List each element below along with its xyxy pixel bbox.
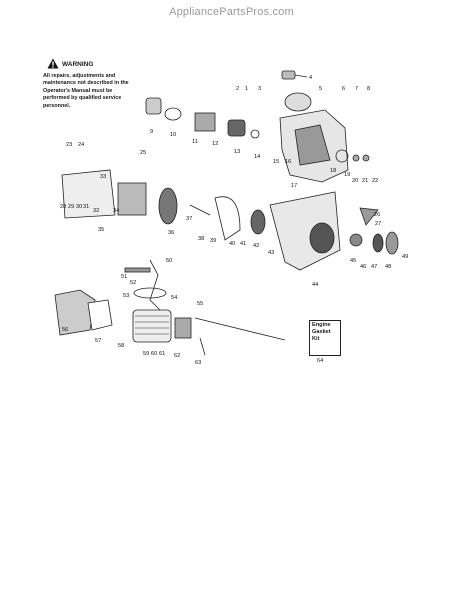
part-callout-28: 28 bbox=[60, 204, 66, 210]
part-callout-42: 42 bbox=[253, 243, 259, 249]
part-callout-3: 3 bbox=[258, 86, 261, 92]
part-callout-29: 29 bbox=[68, 204, 74, 210]
part-callout-41: 41 bbox=[240, 241, 246, 247]
muffler-part bbox=[54, 289, 96, 336]
part-callout-23: 23 bbox=[66, 142, 72, 148]
part-callout-4: 4 bbox=[309, 75, 312, 81]
part-callout-49: 49 bbox=[402, 254, 408, 260]
kit-line-gasket: Gasket bbox=[312, 329, 331, 335]
part-callout-11: 11 bbox=[192, 139, 198, 145]
carburetor-part bbox=[194, 112, 216, 132]
part-callout-51: 51 bbox=[121, 274, 127, 280]
part-callout-20: 20 bbox=[352, 178, 358, 184]
part-callout-56: 56 bbox=[62, 327, 68, 333]
part-callout-31: 31 bbox=[83, 204, 89, 210]
kit-line-engine: Engine bbox=[312, 322, 331, 328]
part-callout-47: 47 bbox=[371, 264, 377, 270]
part-callout-34: 34 bbox=[113, 208, 119, 214]
part-callout-12: 12 bbox=[212, 141, 218, 147]
part-callout-63: 63 bbox=[195, 360, 201, 366]
part-callout-61: 61 bbox=[159, 351, 165, 357]
part-callout-24: 24 bbox=[78, 142, 84, 148]
part-callout-21: 21 bbox=[362, 178, 368, 184]
part-callout-6: 6 bbox=[342, 86, 345, 92]
kit-number: 64 bbox=[317, 358, 324, 364]
fuel-cap-part bbox=[281, 70, 296, 80]
part-callout-45: 45 bbox=[350, 258, 356, 264]
drive-shaft-housing-part bbox=[61, 169, 116, 219]
part-callout-48: 48 bbox=[385, 264, 391, 270]
part-callout-39: 39 bbox=[210, 238, 216, 244]
part-callout-30: 30 bbox=[76, 204, 82, 210]
part-callout-43: 43 bbox=[268, 250, 274, 256]
part-callout-9: 9 bbox=[150, 129, 153, 135]
part-callout-1: 1 bbox=[245, 86, 248, 92]
part-callout-62: 62 bbox=[174, 353, 180, 359]
part-callout-57: 57 bbox=[95, 338, 101, 344]
kit-line-kit: Kit bbox=[312, 336, 320, 342]
part-callout-8: 8 bbox=[367, 86, 370, 92]
part-callout-26: 26 bbox=[374, 212, 380, 218]
part-callout-16: 16 bbox=[285, 159, 291, 165]
part-callout-7: 7 bbox=[355, 86, 358, 92]
warning-triangle-icon bbox=[47, 58, 59, 69]
part-callout-14: 14 bbox=[254, 154, 260, 160]
part-callout-60: 60 bbox=[151, 351, 157, 357]
part-callout-54: 54 bbox=[171, 295, 177, 301]
flywheel-part bbox=[158, 187, 178, 225]
part-callout-36: 36 bbox=[168, 230, 174, 236]
part-callout-2: 2 bbox=[236, 86, 239, 92]
part-callout-58: 58 bbox=[118, 343, 124, 349]
watermark: AppliancePartsPros.com bbox=[169, 6, 294, 18]
part-callout-50: 50 bbox=[166, 258, 172, 264]
part-callout-10: 10 bbox=[170, 132, 176, 138]
warning-text: All repairs, adjustments and maintenance… bbox=[43, 73, 129, 109]
part-callout-25: 25 bbox=[140, 150, 146, 156]
part-callout-38: 38 bbox=[198, 236, 204, 242]
fuel-tank-part bbox=[284, 92, 312, 112]
part-callout-5: 5 bbox=[319, 86, 322, 92]
engine-gasket-kit-box: Engine Gasket Kit bbox=[309, 320, 341, 356]
part-callout-32: 32 bbox=[93, 208, 99, 214]
part-callout-44: 44 bbox=[312, 282, 318, 288]
part-callout-18: 18 bbox=[330, 168, 336, 174]
part-callout-55: 55 bbox=[197, 301, 203, 307]
part-callout-52: 52 bbox=[130, 280, 136, 286]
ignition-module-part bbox=[174, 317, 192, 339]
part-callout-46: 46 bbox=[360, 264, 366, 270]
clutch-housing-part bbox=[117, 182, 147, 216]
cylinder-part bbox=[132, 309, 172, 343]
part-callout-19: 19 bbox=[344, 172, 350, 178]
air-filter-cover-part bbox=[145, 97, 162, 115]
part-callout-22: 22 bbox=[372, 178, 378, 184]
part-callout-15: 15 bbox=[273, 159, 279, 165]
part-callout-53: 53 bbox=[123, 293, 129, 299]
part-callout-35: 35 bbox=[98, 227, 104, 233]
part-callout-59: 59 bbox=[143, 351, 149, 357]
part-callout-37: 37 bbox=[186, 216, 192, 222]
part-callout-33: 33 bbox=[100, 174, 106, 180]
part-callout-40: 40 bbox=[229, 241, 235, 247]
part-callout-27: 27 bbox=[375, 221, 381, 227]
part-callout-13: 13 bbox=[234, 149, 240, 155]
warning-title: WARNING bbox=[62, 61, 94, 68]
part-callout-17: 17 bbox=[291, 183, 297, 189]
